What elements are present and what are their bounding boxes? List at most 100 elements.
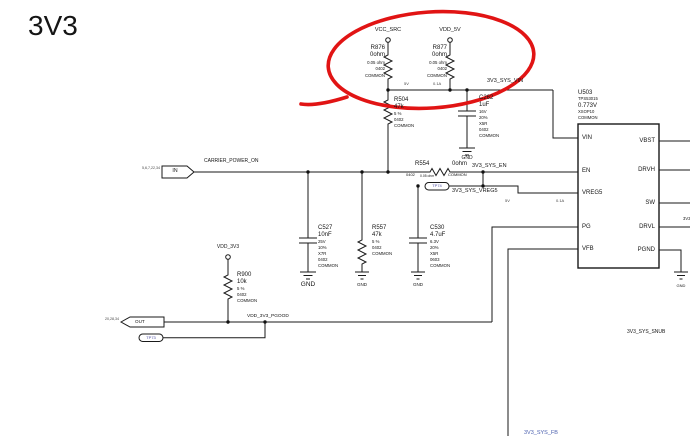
r900-attr: 5 % <box>237 286 245 291</box>
pin-label-vreg5: VREG5 <box>582 189 603 196</box>
r557-attr: 0402 <box>372 244 382 250</box>
r876-attr: 0.05 ohm <box>367 60 385 65</box>
c262-attr: COMMON <box>479 133 500 138</box>
pin-label-en: EN <box>582 167 591 174</box>
r554-refdes: R554 <box>415 161 430 167</box>
power-symbol-vdd-3v3 <box>225 254 231 273</box>
net-label-sys-snub: 3V3_SYS_SNUB <box>627 328 666 335</box>
pin-label-vfb: VFB <box>582 245 594 252</box>
u503-refdes: U503 <box>578 90 593 96</box>
wire-tp73 <box>163 322 266 339</box>
r877-attr: COMMON <box>426 72 447 78</box>
pin-label-pgnd: PGND <box>637 246 655 253</box>
pin-label-sw: SW <box>645 199 655 206</box>
port-in-label: IN <box>172 168 178 174</box>
gnd-symbol-c262 <box>459 147 475 156</box>
port-in-sheet-refs: 5,6,7,22,34 <box>142 166 160 170</box>
r876-attr: COMMON <box>364 72 385 78</box>
net-label-right-edge-partial: 3V3 <box>683 216 690 221</box>
gnd-label-r557: GND <box>357 282 367 287</box>
gnd-symbol-r557 <box>355 271 369 280</box>
port-out-label: OUT <box>135 318 145 324</box>
c262-attr: X5R <box>479 121 488 126</box>
c530-attr: 6.3V <box>430 239 439 244</box>
c530-attr: 0603 <box>430 257 440 262</box>
page-title: 3V3 <box>28 10 78 41</box>
c527-value: 10nF <box>318 232 332 238</box>
resistor-r554-symbol <box>428 167 452 177</box>
port-in-symbol <box>161 165 195 179</box>
resistor-r557-symbol <box>356 172 368 272</box>
resistor-r876-symbol <box>382 52 394 90</box>
resistor-r504-symbol <box>382 90 394 172</box>
gnd-symbol-c530 <box>411 271 425 280</box>
r900-attr: 0402 <box>237 292 247 297</box>
r877-refdes: R877 <box>432 45 447 51</box>
r504-refdes: R504 <box>394 97 409 103</box>
rail-annotation-current: 0.1A <box>433 81 442 86</box>
power-symbol-vdd-5v <box>447 37 453 52</box>
pin-label-pg: PG <box>582 223 591 230</box>
r877-attr: 0.05 ohm <box>429 60 447 65</box>
net-label-sys-vreg5: 3V3_SYS_VREG5 <box>452 188 498 194</box>
testpoint-tp74-label: TP74 <box>432 183 442 188</box>
c262-refdes: C262 <box>479 95 494 101</box>
resistor-r877-symbol <box>444 52 456 90</box>
wire-sys-vin <box>388 89 578 139</box>
port-out-symbol <box>119 316 165 328</box>
r554-attr: 0402 <box>406 172 415 177</box>
c262-attr: 0402 <box>479 127 489 132</box>
net-label-sys-vin: 3V3_SYS_VIN <box>487 77 524 84</box>
r554-attr: 0.05 ohm <box>420 174 435 178</box>
r876-attr: 0402 <box>375 66 385 71</box>
u503-part-number: TPS53015 <box>578 96 598 101</box>
gnd-label-pgnd: GND <box>676 283 686 288</box>
c527-refdes: C527 <box>318 225 333 231</box>
c262-attr: 20% <box>479 115 488 120</box>
rail-annotation-voltage: 5V <box>404 81 409 86</box>
resistor-r900-symbol <box>222 273 234 322</box>
r504-attr: COMMON <box>394 122 415 128</box>
gnd-label-c262: GND <box>461 155 473 161</box>
c527-attr: X7R <box>318 251 327 256</box>
capacitor-c262-symbol <box>458 90 476 148</box>
r557-attr: 5 % <box>372 238 380 244</box>
r900-refdes: R900 <box>237 272 252 278</box>
u503-assembly: COMMON <box>578 115 598 120</box>
gnd-symbol-c527 <box>300 271 316 280</box>
r876-refdes: R876 <box>370 45 385 51</box>
c527-attr: 10% <box>318 245 327 250</box>
wire-pgnd <box>659 249 682 272</box>
power-symbol-vcc-src <box>385 37 391 52</box>
r900-value: 10k <box>237 279 247 285</box>
net-label-bottom-clipped: 3V3_SYS_FB <box>524 429 558 436</box>
r557-refdes: R557 <box>372 225 387 231</box>
rail-annotation-voltage: 5V <box>505 198 510 203</box>
net-label-pgood: VDD_3V3_PGOOD <box>247 313 289 319</box>
u503-vref: 0.773V <box>578 102 598 109</box>
r557-attr: COMMON <box>372 250 393 256</box>
pin-label-vin: VIN <box>582 134 593 141</box>
c527-attr: 0402 <box>318 257 328 262</box>
c530-attr: 20% <box>430 245 439 250</box>
gnd-label-c527: GND <box>300 281 316 288</box>
r877-attr: 0402 <box>437 66 447 71</box>
r557-value: 47k <box>372 232 382 238</box>
rail-label-vdd-3v3: VDD_3V3 <box>216 244 240 250</box>
r504-attr: 0402 <box>394 116 404 122</box>
rail-label-vdd-5v: VDD_5V <box>439 27 461 33</box>
capacitor-c530-symbol <box>409 186 427 272</box>
c530-value: 4.7uF <box>430 232 446 238</box>
c530-attr: COMMON <box>430 263 451 268</box>
gnd-symbol-pgnd <box>674 271 688 280</box>
junction-dots <box>226 88 485 324</box>
c527-attr: COMMON <box>318 263 339 268</box>
rail-annotation-current: 0.1A <box>556 198 565 203</box>
r554-attr: COMMON <box>448 172 467 177</box>
r554-value: 0ohm <box>452 161 468 167</box>
port-out-sheet-refs: 20,28,34 <box>105 316 119 321</box>
pin-label-drvh: DRVH <box>638 166 655 173</box>
r877-value: 0ohm <box>431 52 447 58</box>
c527-attr: 25V <box>318 239 326 244</box>
